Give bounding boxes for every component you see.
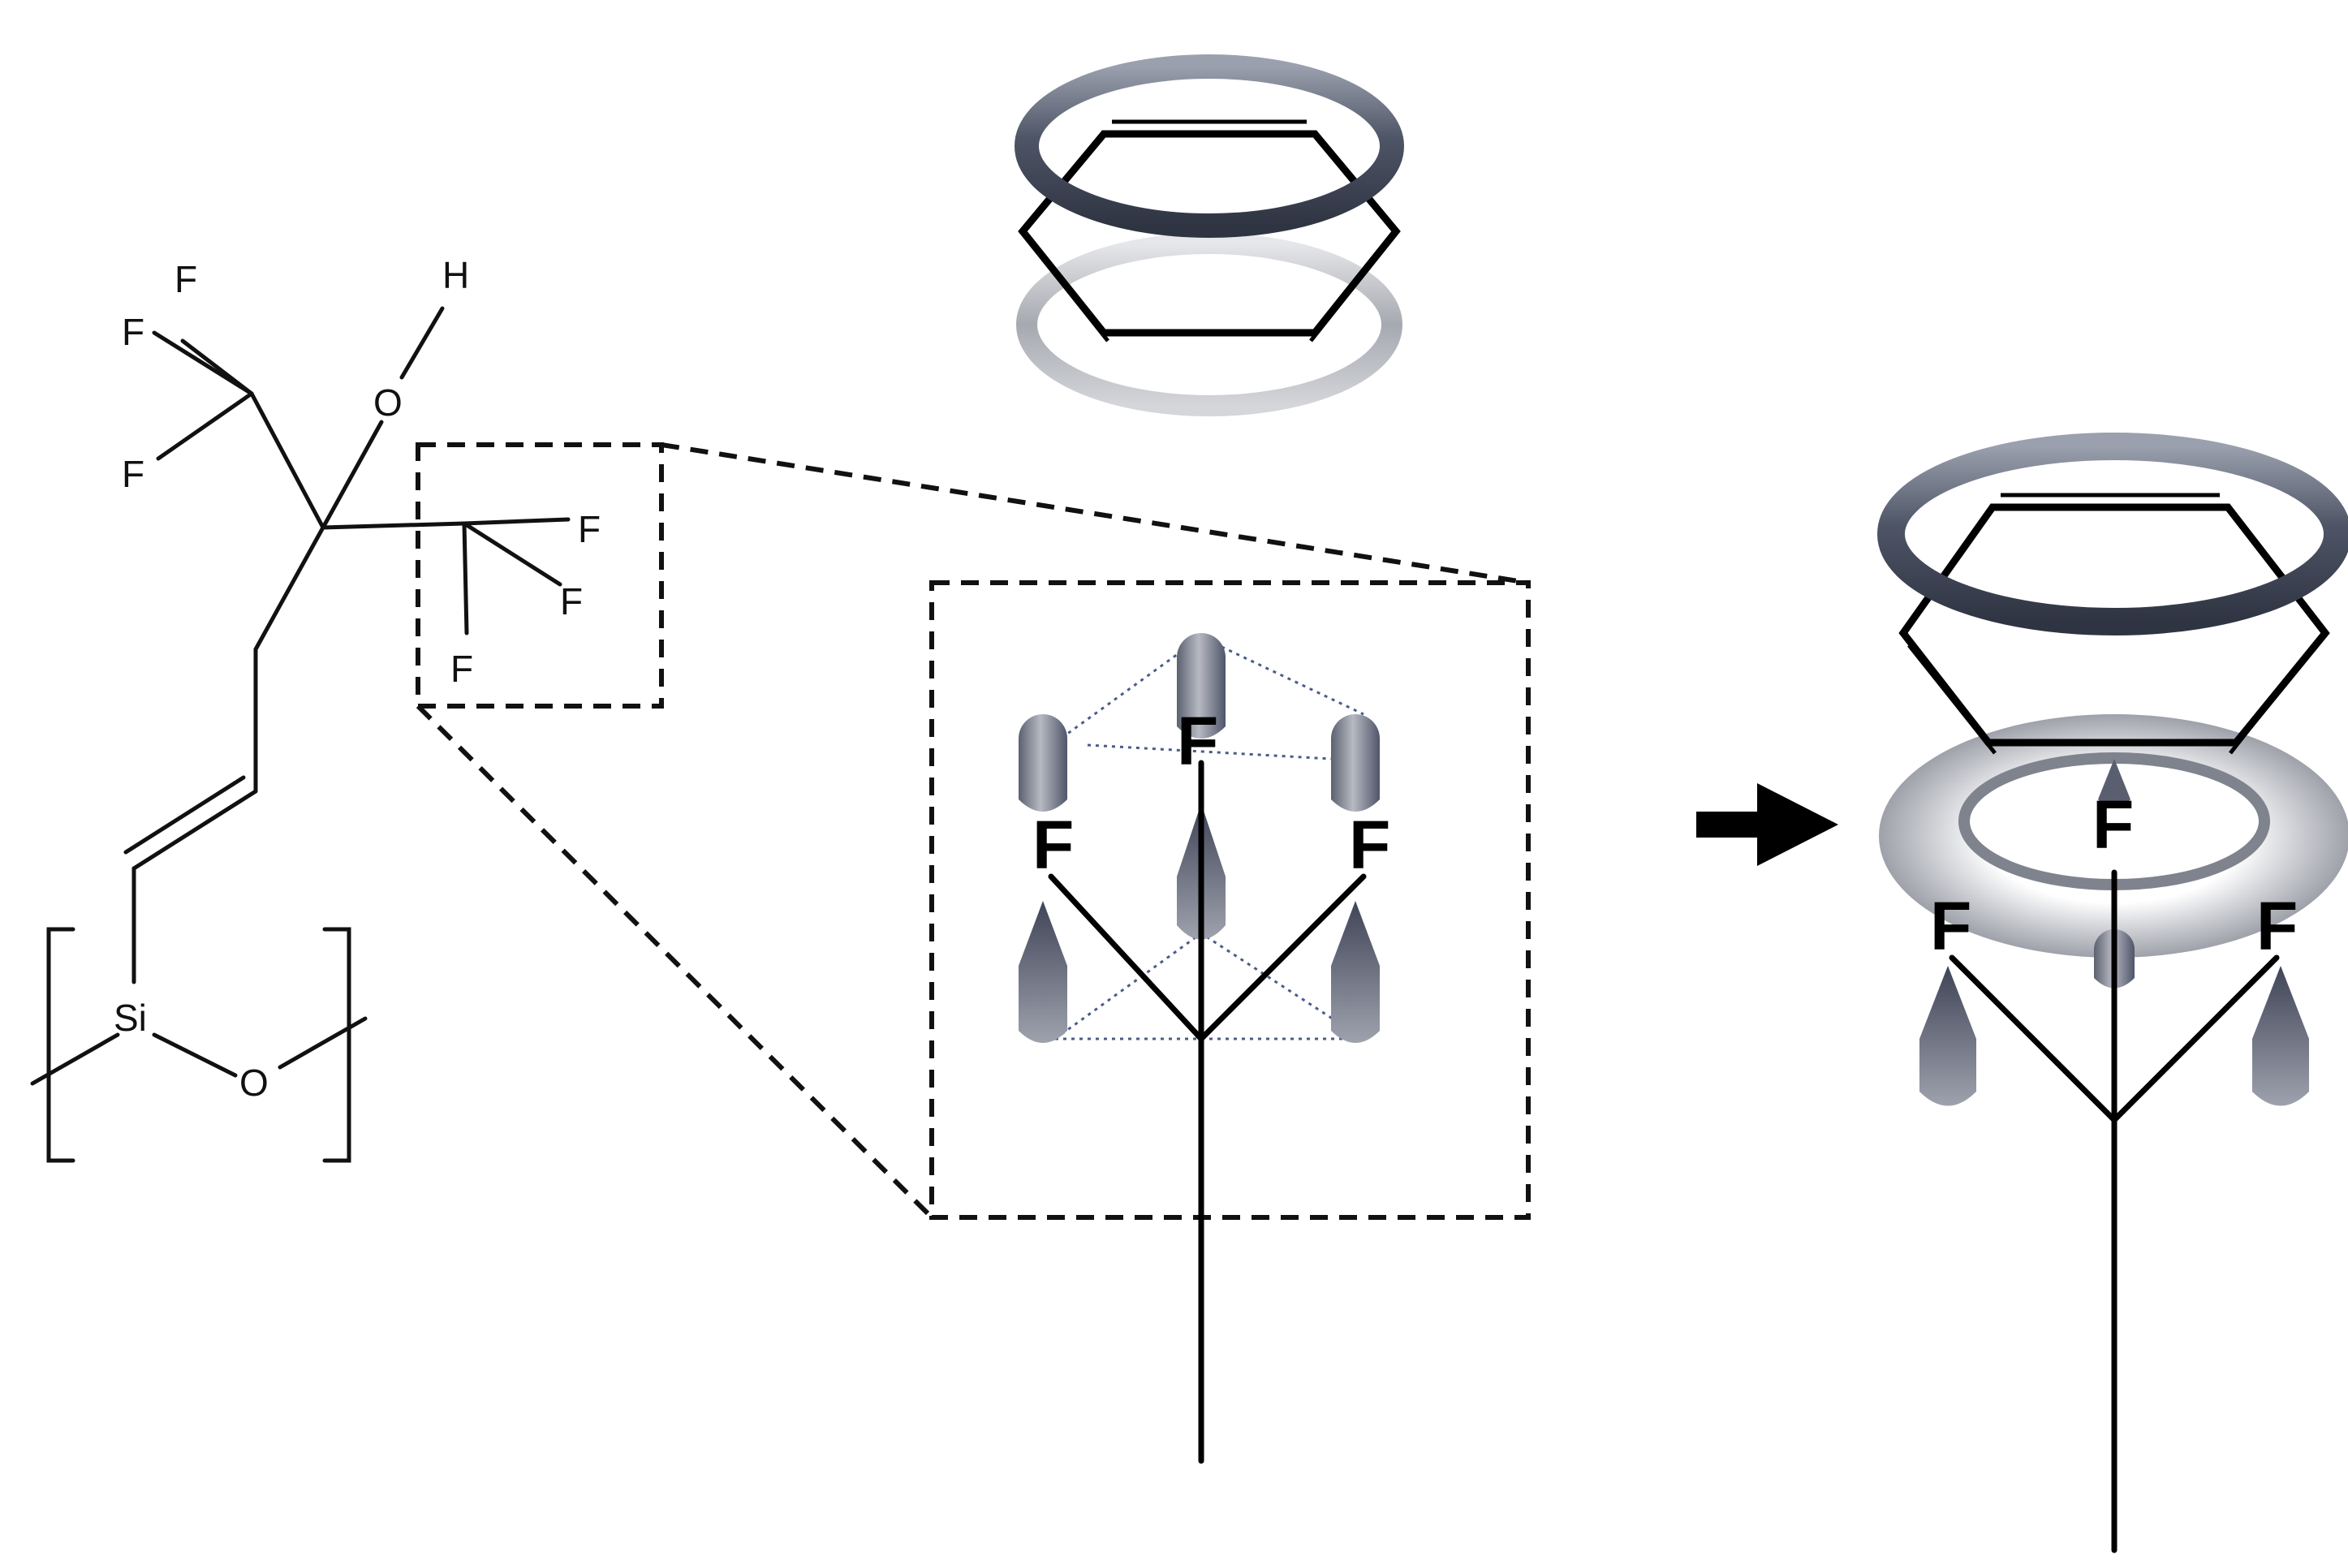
atom-label-f4: F	[578, 508, 601, 550]
lone-pair-lobe	[1331, 714, 1380, 812]
atom-label-f3: F	[122, 453, 144, 495]
bond	[30, 1032, 120, 1086]
pi-cloud-upper	[1015, 54, 1404, 238]
atom-label-o-backbone: O	[239, 1062, 269, 1104]
bond	[462, 521, 562, 587]
atom-label-f2: F	[122, 311, 144, 353]
fluorine-label-center: F	[2092, 786, 2134, 863]
fluorine-label-right: F	[1349, 807, 1390, 883]
fluorine-label-left: F	[1032, 807, 1074, 883]
benzene-double-bond	[2229, 644, 2316, 755]
cf3-pi-interaction-model: F F F	[1877, 433, 2348, 1553]
selection-box	[416, 442, 664, 709]
c-f-bond	[2111, 954, 2280, 1123]
bond	[152, 1032, 238, 1078]
pi-cloud-upper	[1877, 433, 2348, 635]
atom-label-si: Si	[114, 997, 147, 1039]
polymer-bracket-left	[46, 927, 75, 1163]
fluorine-label-left: F	[1930, 888, 1971, 964]
zoom-connector-top	[661, 442, 1529, 585]
fluorine-label-right: F	[2256, 888, 2298, 964]
zoom-box	[929, 580, 1531, 1220]
lone-pair-lobe	[1331, 901, 1380, 1043]
lone-pair-lobe	[1919, 966, 1976, 1106]
lone-pair-lobe	[2252, 966, 2309, 1106]
lone-pair-outline	[1087, 743, 1332, 760]
atom-label-h: H	[442, 254, 469, 296]
pi-cloud-lower	[1016, 233, 1402, 416]
polymer-bracket-right	[322, 927, 351, 1163]
lone-pair-lobe	[2098, 759, 2130, 808]
benzene-double-bond	[1907, 644, 1997, 755]
zoom-callout	[416, 442, 1531, 1220]
bond	[462, 517, 571, 526]
atom-label-o-hydroxyl: O	[373, 381, 403, 424]
bond	[123, 775, 246, 855]
bond	[399, 306, 445, 380]
bond	[156, 391, 254, 461]
bond	[278, 1016, 368, 1070]
bond	[152, 330, 254, 396]
lone-pair-lobe	[1177, 633, 1226, 739]
lone-pair-lobe	[1019, 901, 1067, 1043]
lone-pair-outline	[1054, 932, 1364, 1040]
molecular-structure: F F F H O F F F Si O	[30, 254, 601, 1163]
bond	[462, 521, 469, 635]
bond	[321, 521, 467, 530]
bond	[249, 391, 325, 530]
torus-hole	[1964, 758, 2264, 885]
bond	[321, 420, 384, 530]
benzene-pi-system-top	[1015, 54, 1404, 416]
bond	[131, 789, 258, 871]
zoom-connector-bottom	[416, 704, 934, 1220]
c-f-bond	[1198, 873, 1367, 1042]
lone-pair-lobe	[1019, 714, 1067, 812]
c-f-bond	[1048, 873, 1204, 1042]
fluorine-label-top: F	[1177, 703, 1218, 779]
atom-label-f5: F	[560, 580, 583, 622]
right-arrow-icon	[1696, 783, 1838, 866]
cf3-zoom-model: F F F	[1019, 633, 1390, 1464]
bond	[253, 525, 325, 652]
benzene-double-bond	[1029, 242, 1109, 342]
c-f-bond	[1949, 954, 2118, 1123]
atom-label-f6: F	[450, 648, 473, 690]
benzene-double-bond	[1309, 242, 1389, 342]
atom-label-f1: F	[174, 258, 197, 300]
